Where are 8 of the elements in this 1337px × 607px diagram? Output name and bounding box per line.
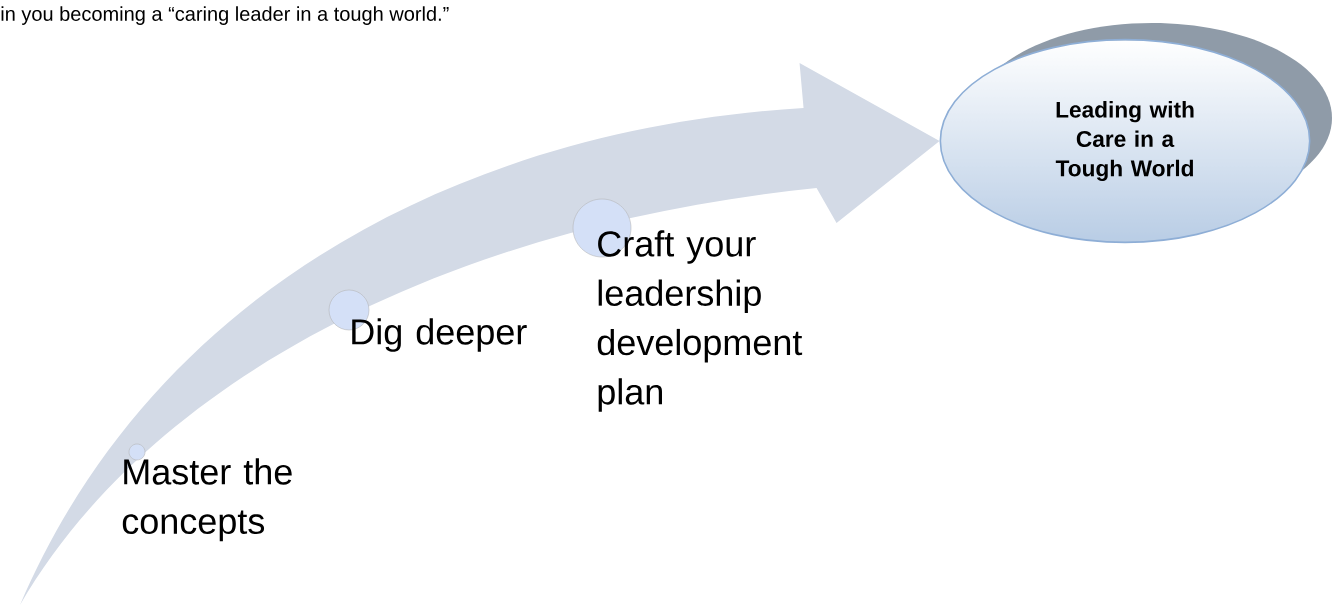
heading: in you becoming a “caring leader in a tough world.” (1, 6, 449, 25)
milestone: Craft your leadership development plan (572, 198, 803, 412)
milestone: Dig deeper (328, 289, 527, 352)
node-label: Master the concepts (122, 458, 292, 542)
node-label: Craft your leadership development plan (597, 230, 803, 412)
curved-arrow (20, 63, 940, 605)
milestone: Master the concepts (122, 443, 292, 542)
node-label: Dig deeper (352, 318, 527, 352)
